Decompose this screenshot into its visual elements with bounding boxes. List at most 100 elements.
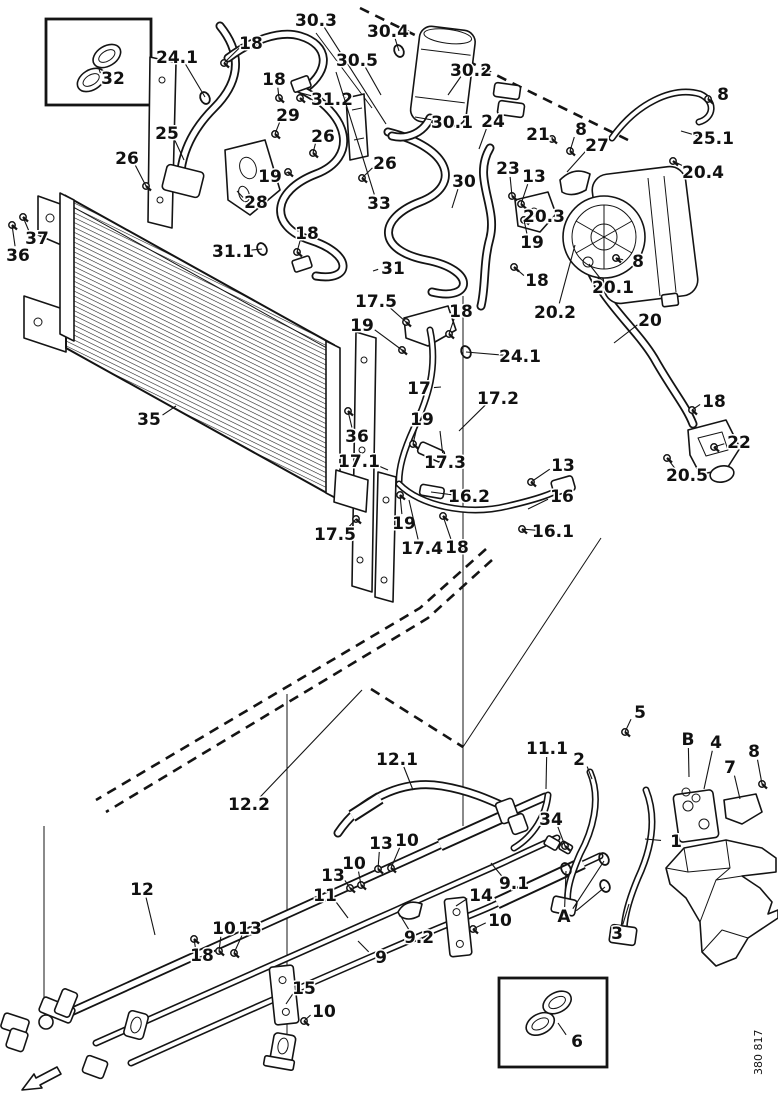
part-label-20.4: 20.4 — [682, 163, 724, 183]
leader-line — [134, 165, 147, 187]
part-label-10: 10 — [212, 919, 236, 939]
condenser-35 — [23, 56, 397, 603]
part-label-6: 6 — [571, 1032, 583, 1052]
leader-line — [274, 122, 281, 135]
compressor — [562, 165, 699, 308]
leader-line — [218, 936, 222, 952]
part-label-25: 25 — [155, 124, 179, 144]
part-label-10: 10 — [342, 854, 366, 874]
part-label-20: 20 — [638, 311, 662, 331]
part-label-4: 4 — [710, 733, 722, 753]
part-label-18: 18 — [449, 302, 473, 322]
leader-line — [687, 747, 690, 778]
leader-line — [344, 880, 351, 889]
leader-line — [22, 216, 30, 231]
leader-line — [557, 1022, 567, 1036]
bolt-icon — [409, 440, 419, 450]
o-ring-icon — [599, 879, 611, 893]
clamp-31-2 — [290, 75, 312, 93]
bolt-icon — [758, 780, 768, 790]
part-label-10: 10 — [488, 911, 512, 931]
part-label-A: A — [557, 907, 571, 927]
leader-line — [666, 457, 677, 470]
leader-line — [472, 922, 487, 930]
hose-25 — [161, 26, 235, 199]
part-label-12.1: 12.1 — [376, 750, 418, 770]
part-label-20.5: 20.5 — [666, 466, 708, 486]
leader-line — [478, 128, 487, 150]
bolt-icon — [275, 94, 285, 104]
leader-line — [439, 430, 444, 454]
inset-box-6 — [497, 976, 609, 1069]
leader-line — [644, 838, 662, 841]
part-label-27: 27 — [585, 136, 609, 156]
leader-line — [98, 68, 101, 74]
part-label-17.3: 17.3 — [424, 453, 466, 473]
leader-line — [387, 305, 407, 323]
doc-number-text: 380 817 — [752, 1030, 765, 1076]
leader-line — [323, 27, 387, 125]
o-ring-icon — [598, 852, 610, 866]
pipe-clamp-mid — [262, 1032, 297, 1072]
bracket-33 — [345, 93, 369, 161]
leader-line — [284, 171, 289, 175]
leader-line — [672, 160, 690, 170]
part-label-3: 3 — [611, 924, 623, 944]
leader-line — [691, 403, 701, 411]
part-label-12: 12 — [130, 880, 154, 900]
part-label-17: 17 — [407, 379, 431, 399]
clamp-17-3 — [416, 441, 446, 463]
leader-line — [412, 427, 418, 445]
leader-line — [557, 826, 566, 847]
part-label-13: 13 — [238, 919, 262, 939]
part-label-8: 8 — [748, 742, 760, 762]
leader-line — [680, 130, 699, 137]
part-label-18: 18 — [295, 224, 319, 244]
part-label-19: 19 — [258, 167, 282, 187]
leader-line — [303, 1014, 311, 1022]
part-label-17.5: 17.5 — [314, 525, 356, 545]
part-label-22: 22 — [727, 433, 751, 453]
part-label-31: 31 — [381, 259, 405, 279]
part-label-28: 28 — [244, 193, 268, 213]
part-label-19: 19 — [392, 514, 416, 534]
leader-line — [586, 766, 593, 780]
leader-line — [357, 940, 370, 953]
hose-2 — [550, 772, 596, 917]
leader-line — [530, 468, 551, 483]
bolt-icon — [520, 216, 530, 226]
part-label-25.1: 25.1 — [692, 129, 734, 149]
part-label-7: 7 — [724, 758, 736, 778]
left-end-fittings — [0, 988, 109, 1080]
hose-1 — [608, 790, 652, 947]
leader-line — [442, 515, 452, 539]
part-label-35: 35 — [137, 410, 161, 430]
leader-line — [509, 176, 513, 197]
part-label-10: 10 — [395, 831, 419, 851]
part-label-12.2: 12.2 — [228, 795, 270, 815]
part-label-26: 26 — [311, 127, 335, 147]
part-label-17.2: 17.2 — [477, 389, 519, 409]
pipe-clamp-left — [123, 1009, 149, 1041]
leader-line — [430, 491, 455, 496]
leader-line — [521, 528, 539, 531]
leader-line — [588, 263, 603, 282]
leader-line — [572, 860, 605, 910]
part-label-31.1: 31.1 — [212, 242, 254, 262]
pipe-9 — [131, 856, 600, 1063]
leader-line — [615, 257, 624, 261]
leader-line — [373, 463, 389, 471]
part-label-9.1: 9.1 — [499, 874, 529, 894]
part-label-13: 13 — [321, 866, 345, 886]
leader-line — [713, 443, 725, 448]
leader-line — [756, 759, 763, 785]
part-label-30.2: 30.2 — [450, 61, 492, 81]
leader-line — [312, 143, 316, 154]
part-label-8: 8 — [632, 252, 644, 272]
leader-line — [622, 903, 630, 925]
part-label-13: 13 — [369, 834, 393, 854]
bolt-icon — [358, 174, 368, 184]
leader-line — [145, 897, 156, 936]
part-label-20.2: 20.2 — [534, 303, 576, 323]
part-label-2: 2 — [573, 750, 585, 770]
